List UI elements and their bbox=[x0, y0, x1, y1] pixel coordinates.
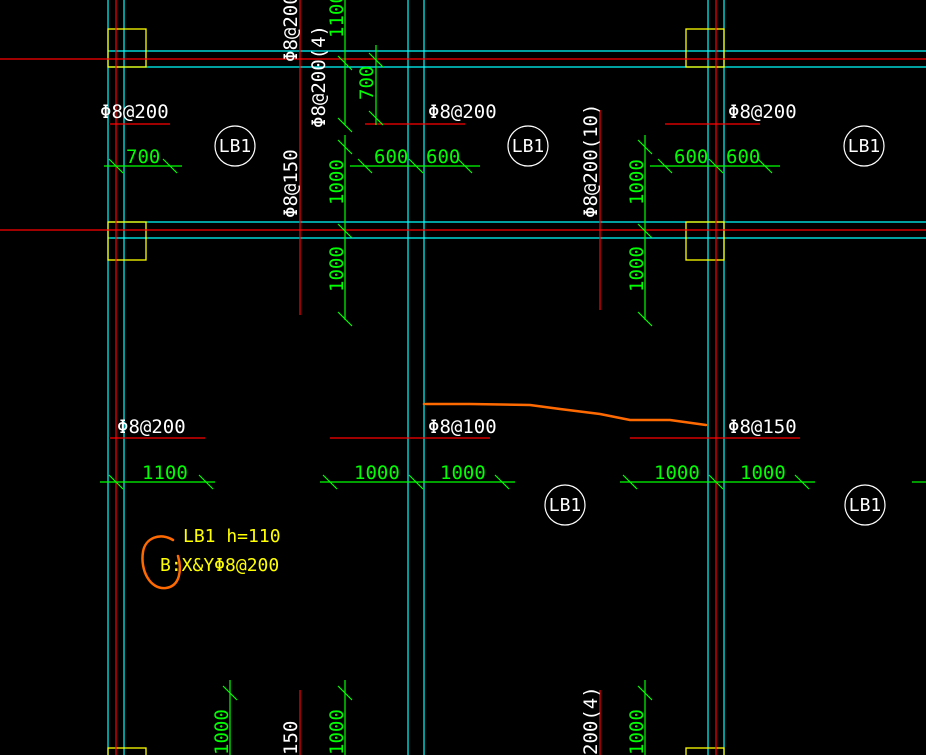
dim-1000-horizontal: 1000 bbox=[654, 462, 700, 484]
markup-circle bbox=[141, 535, 182, 590]
dim-600: 600 bbox=[674, 146, 708, 168]
column bbox=[107, 221, 147, 261]
dim-600: 600 bbox=[426, 146, 460, 168]
rebar-label-vertical-150: Φ8@150 bbox=[280, 149, 302, 218]
svg-text:LB1: LB1 bbox=[549, 495, 582, 516]
svg-text:LB1: LB1 bbox=[219, 136, 252, 157]
slab-tag: LB1 bbox=[214, 125, 256, 167]
dim-1000-vertical: 1000 bbox=[326, 159, 348, 205]
vertical-rebar-labels: Φ8@200 Φ8@200(4) Φ8@150 Φ8@200(10) 150 2… bbox=[280, 0, 602, 755]
dim-1000-horizontal: 1000 bbox=[440, 462, 486, 484]
column bbox=[685, 747, 725, 755]
orange-markup bbox=[141, 402, 708, 590]
slab-note: LB1 h=110 B:X&YΦ8@200 bbox=[160, 526, 281, 576]
rebar-label-vertical-bottom-200-4: 200(4) bbox=[580, 686, 602, 755]
dim-700-horizontal: 700 bbox=[126, 146, 160, 168]
column bbox=[685, 28, 725, 68]
dim-1000-vertical-bottom: 1000 bbox=[211, 709, 233, 755]
rebar-label-mid-left: Φ8@200 bbox=[117, 416, 186, 438]
rebar-label-top-right: Φ8@200 bbox=[728, 101, 797, 123]
dim-1100-top: 1100 bbox=[326, 0, 348, 38]
rebar-label-vertical-bottom-150: 150 bbox=[280, 721, 302, 755]
rebar-label-vertical-beam4: Φ8@200(4) bbox=[308, 25, 330, 128]
slab-tag: LB1 bbox=[507, 125, 549, 167]
rebar-label-top-left: Φ8@200 bbox=[100, 101, 169, 123]
rebar-label-top-mid: Φ8@200 bbox=[428, 101, 497, 123]
dim-1000-vertical: 1000 bbox=[626, 159, 648, 205]
svg-text:LB1: LB1 bbox=[848, 136, 881, 157]
dim-600: 600 bbox=[374, 146, 408, 168]
dim-1000-horizontal: 1000 bbox=[740, 462, 786, 484]
dim-1100-horizontal: 1100 bbox=[142, 462, 188, 484]
svg-text:LB1: LB1 bbox=[512, 136, 545, 157]
rebar-label-mid-center: Φ8@100 bbox=[428, 416, 497, 438]
slab-tag: LB1 bbox=[844, 484, 886, 526]
dimension-texts: 1100 700 700 600 600 600 600 1000 1000 1… bbox=[126, 0, 786, 755]
rebar-labels: Φ8@200 Φ8@200 Φ8@200 Φ8@200 Φ8@100 Φ8@15… bbox=[100, 101, 797, 438]
slab-tags: LB1 LB1 LB1 LB1 LB1 bbox=[214, 125, 886, 526]
beam-outlines bbox=[107, 0, 926, 755]
slab-tag: LB1 bbox=[843, 125, 885, 167]
dim-1000-horizontal: 1000 bbox=[354, 462, 400, 484]
column bbox=[107, 747, 147, 755]
rebar-label-vertical-beam10: Φ8@200(10) bbox=[580, 104, 602, 218]
rebar-label-mid-right: Φ8@150 bbox=[728, 416, 797, 438]
dim-1000-vertical: 1000 bbox=[326, 246, 348, 292]
dim-1000-vertical-bottom: 1000 bbox=[326, 709, 348, 755]
slab-note-line1: LB1 h=110 bbox=[183, 526, 281, 547]
markup-stroke bbox=[422, 402, 708, 427]
dimension-lines bbox=[100, 0, 926, 755]
dim-1000-vertical-bottom: 1000 bbox=[626, 709, 648, 755]
column bbox=[107, 28, 147, 68]
dim-1000-vertical: 1000 bbox=[626, 246, 648, 292]
columns bbox=[107, 28, 725, 755]
svg-text:LB1: LB1 bbox=[849, 495, 882, 516]
rebar-label-vertical-top: Φ8@200 bbox=[280, 0, 302, 62]
slab-tag: LB1 bbox=[544, 484, 586, 526]
slab-note-line2: B:X&YΦ8@200 bbox=[160, 555, 279, 576]
column bbox=[685, 221, 725, 261]
dim-700-vertical: 700 bbox=[356, 66, 378, 100]
dim-600: 600 bbox=[726, 146, 760, 168]
